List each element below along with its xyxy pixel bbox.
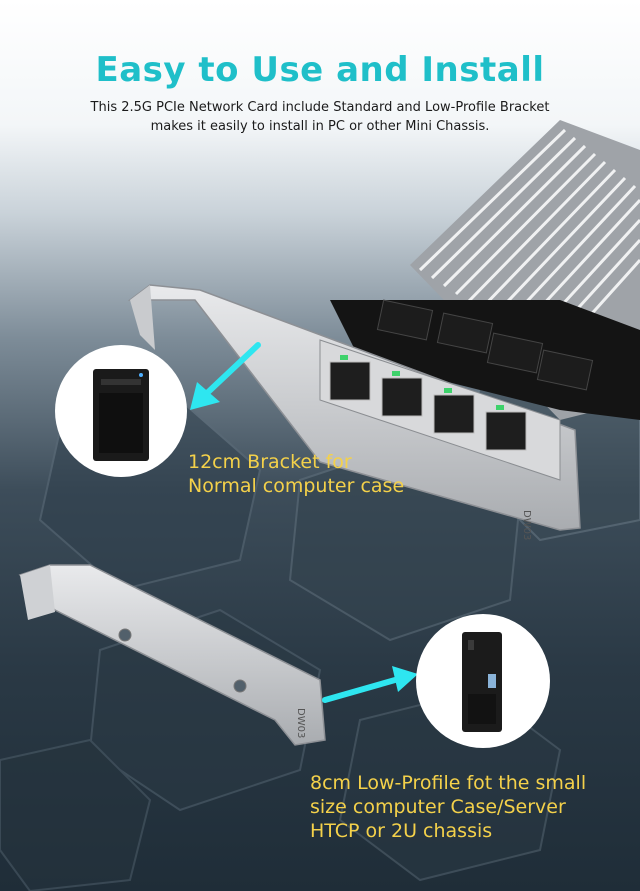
low-profile-line-1: 8cm Low-Profile fot the small [310, 772, 587, 794]
low-profile-bracket: DW03 [18, 564, 326, 746]
mini-pc-image [416, 614, 550, 748]
arrow-to-tower [190, 342, 261, 410]
low-profile-label: 8cm Low-Profile fot the small size compu… [310, 771, 586, 843]
arrow-to-mini-pc [322, 666, 418, 703]
description-line-1: This 2.5G PCIe Network Card include Stan… [90, 100, 550, 115]
svg-text:DW03: DW03 [295, 708, 306, 738]
svg-text:DW03: DW03 [521, 510, 532, 540]
low-profile-line-3: HTCP or 2U chassis [310, 820, 493, 842]
standard-bracket-line-1: 12cm Bracket for [188, 451, 352, 473]
standard-bracket-label: 12cm Bracket for Normal computer case [188, 450, 404, 498]
low-profile-line-2: size computer Case/Server [310, 796, 566, 818]
standard-bracket-line-2: Normal computer case [188, 475, 405, 497]
page-title: Easy to Use and Install [95, 50, 545, 90]
tower-pc-icon [93, 369, 149, 461]
mini-pc-icon [462, 632, 502, 732]
rj45-ports [319, 339, 561, 481]
tower-pc-image [55, 345, 187, 477]
description-line-2: makes it easily to install in PC or othe… [150, 119, 490, 134]
